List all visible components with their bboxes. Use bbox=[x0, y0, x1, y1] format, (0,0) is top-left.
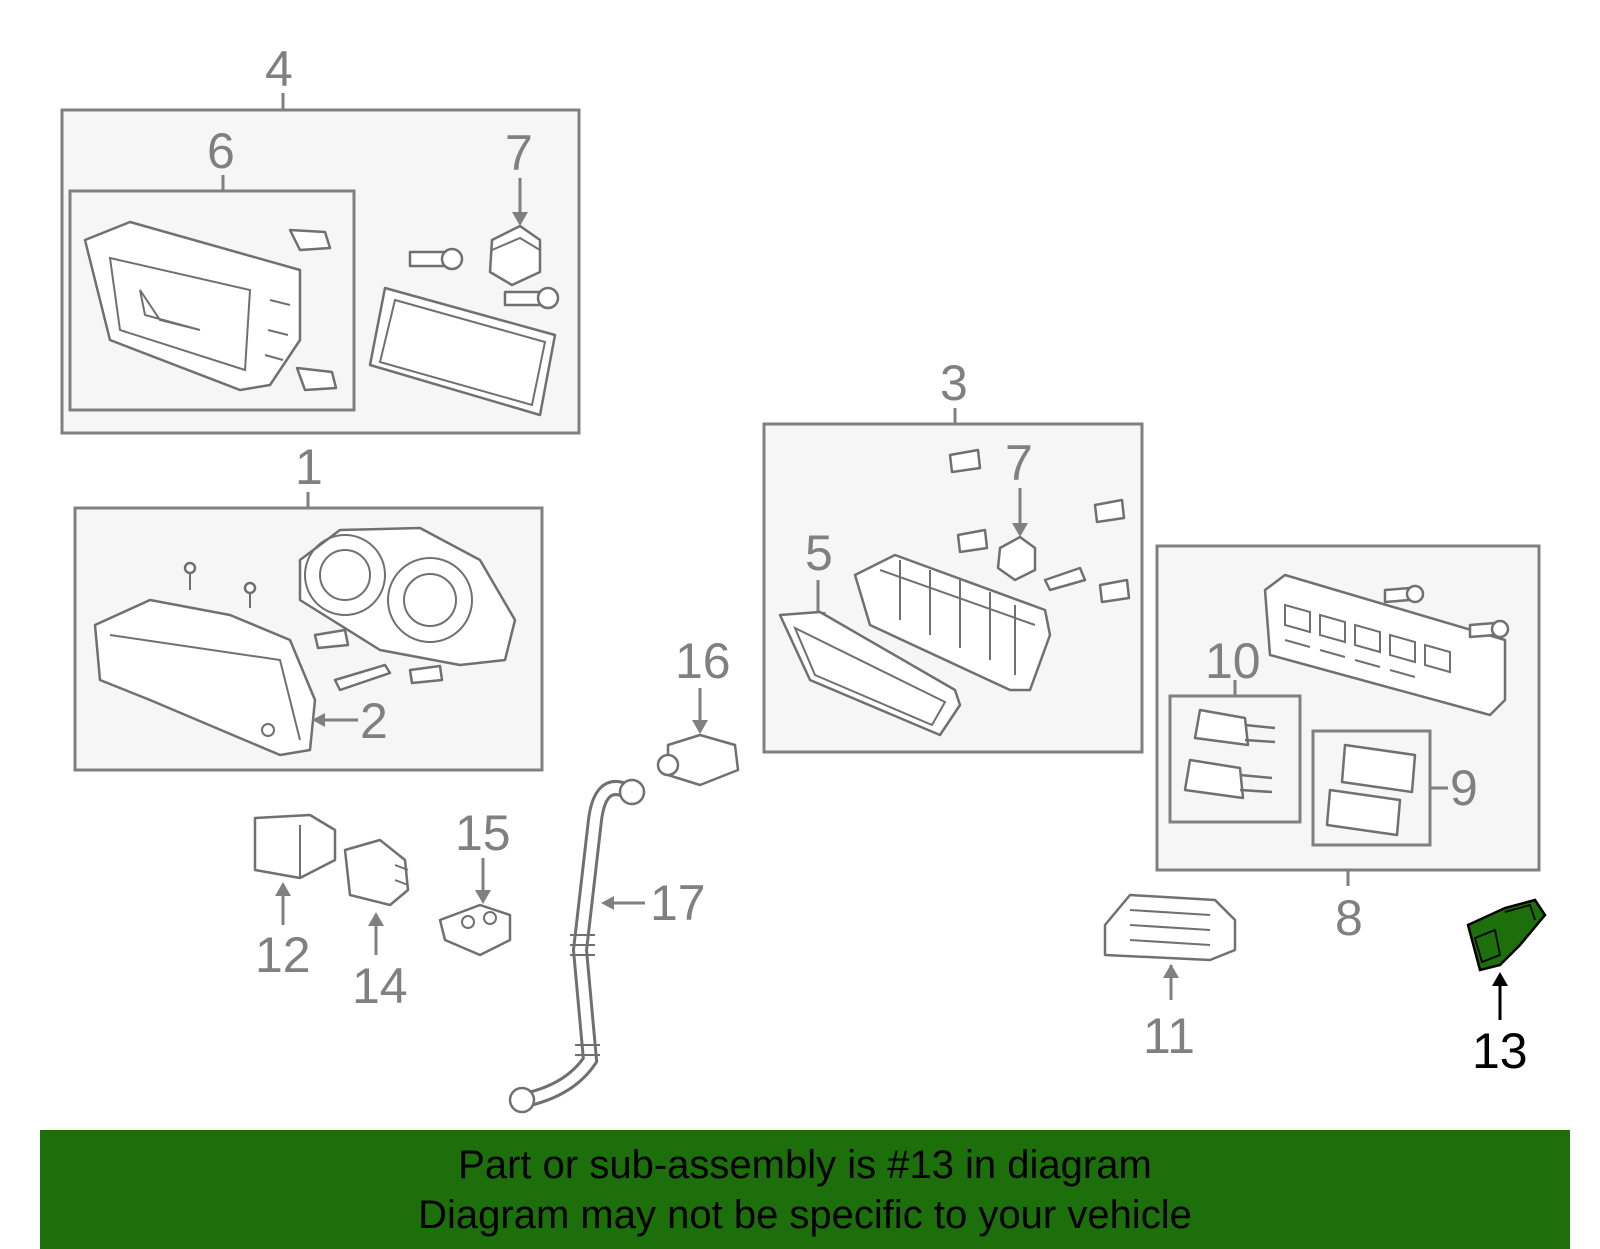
clip-part[interactable] bbox=[288, 228, 338, 392]
callout-13[interactable]: 13 bbox=[1472, 1023, 1528, 1079]
connector-part-7[interactable] bbox=[488, 224, 542, 287]
part-13-highlighted[interactable] bbox=[1466, 898, 1547, 972]
arrow-15 bbox=[475, 890, 491, 904]
cluster-lens-part[interactable] bbox=[93, 598, 317, 757]
callout-11[interactable]: 11 bbox=[1143, 1008, 1195, 1064]
pin-part[interactable] bbox=[183, 561, 257, 608]
callout-6[interactable]: 6 bbox=[207, 123, 235, 179]
arrow-2 bbox=[312, 713, 325, 727]
callout-2[interactable]: 2 bbox=[360, 693, 388, 749]
callout-12[interactable]: 12 bbox=[255, 927, 311, 983]
callout-5[interactable]: 5 bbox=[805, 525, 833, 581]
bulb-part[interactable] bbox=[313, 628, 444, 692]
arrow-14 bbox=[368, 912, 384, 926]
callout-16[interactable]: 16 bbox=[675, 633, 731, 689]
clip-parts-3[interactable] bbox=[948, 448, 1131, 604]
arrow-17 bbox=[601, 896, 614, 910]
callout-14[interactable]: 14 bbox=[352, 958, 408, 1014]
hose-part-17[interactable] bbox=[508, 778, 646, 1114]
callout-1[interactable]: 1 bbox=[295, 439, 323, 495]
arrow-16 bbox=[692, 720, 708, 734]
part-15[interactable] bbox=[438, 903, 512, 957]
callout-9[interactable]: 9 bbox=[1450, 760, 1478, 816]
info-banner: Part or sub-assembly is #13 in diagram D… bbox=[40, 1130, 1570, 1249]
display-panel-part[interactable] bbox=[368, 286, 557, 417]
banner-line-2: Diagram may not be specific to your vehi… bbox=[418, 1193, 1192, 1237]
callout-7-top[interactable]: 7 bbox=[505, 125, 533, 181]
switch-parts-9[interactable] bbox=[1325, 743, 1417, 837]
switch-parts-10[interactable] bbox=[1183, 708, 1276, 800]
arrow-7-mid bbox=[1012, 523, 1028, 537]
part-11[interactable] bbox=[1103, 893, 1237, 962]
part-12[interactable] bbox=[253, 813, 337, 880]
arrow-12 bbox=[275, 882, 291, 896]
callout-8[interactable]: 8 bbox=[1335, 890, 1363, 946]
banner-line-1: Part or sub-assembly is #13 in diagram bbox=[458, 1143, 1152, 1187]
arrow-7-top bbox=[512, 212, 528, 226]
lens-part-5[interactable] bbox=[778, 610, 962, 737]
callout-10[interactable]: 10 bbox=[1205, 633, 1261, 689]
meter-hood-part[interactable] bbox=[83, 220, 302, 392]
part-14[interactable] bbox=[343, 838, 410, 907]
display-housing-part[interactable] bbox=[853, 553, 1052, 692]
part-16[interactable] bbox=[656, 733, 740, 787]
callout-7-mid[interactable]: 7 bbox=[1005, 435, 1033, 491]
callout-15[interactable]: 15 bbox=[455, 805, 511, 861]
control-panel-part[interactable] bbox=[1263, 573, 1507, 717]
callout-17[interactable]: 17 bbox=[650, 875, 706, 931]
screw-part[interactable] bbox=[408, 247, 560, 310]
arrow-11 bbox=[1163, 964, 1179, 978]
arrow-13 bbox=[1492, 972, 1508, 986]
screw-parts-8[interactable] bbox=[1383, 584, 1510, 639]
callout-3[interactable]: 3 bbox=[940, 355, 968, 411]
connector-part-7-mid[interactable] bbox=[996, 535, 1037, 582]
cluster-meter-part[interactable] bbox=[298, 526, 517, 667]
callout-4[interactable]: 4 bbox=[265, 41, 293, 97]
